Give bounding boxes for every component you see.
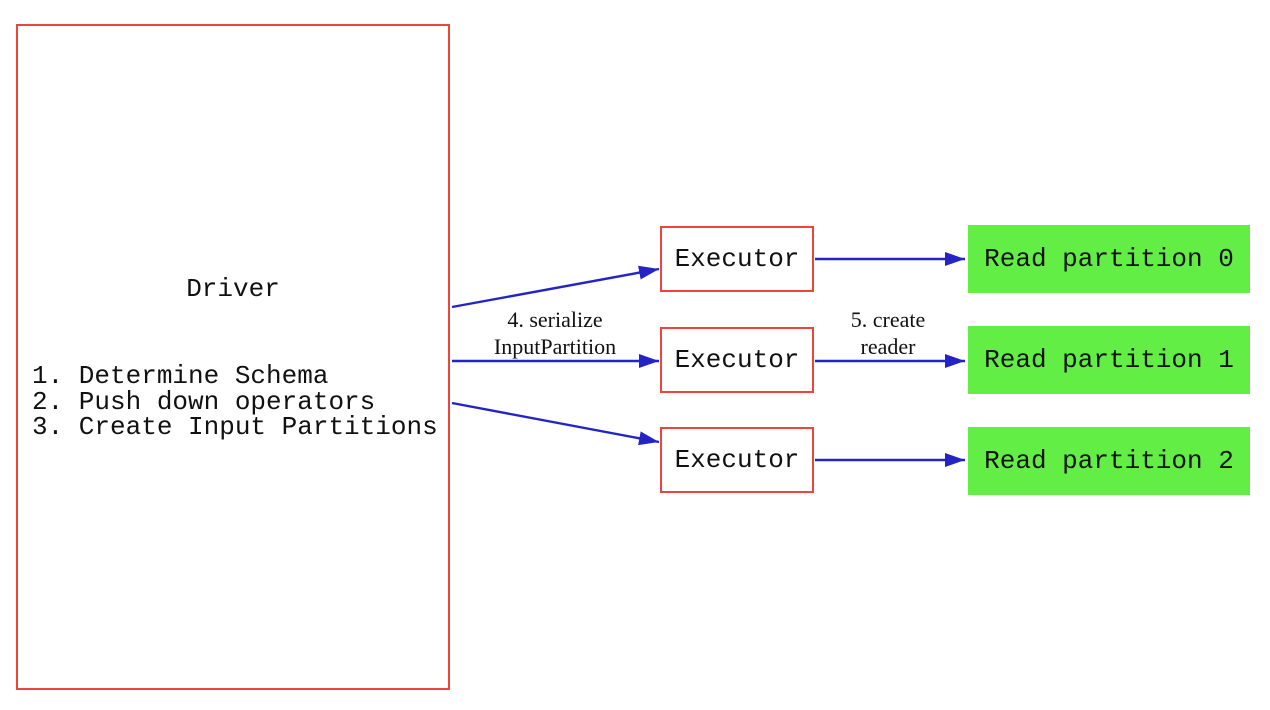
edge-label-serialize-line2: InputPartition — [493, 334, 617, 359]
edge-label-create-reader: 5. create reader — [813, 306, 963, 360]
executor-label-1: Executor — [674, 244, 800, 274]
executor-box-2: Executor — [660, 327, 814, 393]
read-partition-label-1: Read partition 1 — [984, 345, 1234, 375]
read-partition-label-2: Read partition 2 — [984, 446, 1234, 476]
edge-label-reader-line2: reader — [860, 334, 916, 359]
read-partition-box-0: Read partition 0 — [968, 225, 1250, 293]
edge-label-reader-line1: 5. create — [850, 307, 926, 332]
driver-step-1: 1. Determine Schema — [32, 361, 329, 391]
arrow-driver-to-executor-3 — [451, 401, 660, 446]
executor-label-2: Executor — [674, 345, 800, 375]
edge-label-serialize-inputpartition: 4. serialize InputPartition — [448, 306, 662, 360]
driver-box: Driver 1. Determine Schema 2. Push down … — [16, 24, 450, 690]
executor-label-3: Executor — [674, 445, 800, 475]
driver-title: Driver — [186, 274, 280, 304]
read-partition-box-2: Read partition 2 — [968, 427, 1250, 495]
driver-step-2: 2. Push down operators — [32, 386, 376, 417]
read-partition-box-1: Read partition 1 — [968, 326, 1250, 394]
executor-box-3: Executor — [660, 427, 814, 493]
arrow-driver-to-executor-1 — [451, 265, 660, 309]
driver-step-3: 3. Create Input Partitions — [32, 412, 438, 442]
driver-steps-list: 1. Determine Schema 2. Push down operato… — [32, 361, 438, 442]
read-partition-label-0: Read partition 0 — [984, 244, 1234, 274]
edge-label-serialize-line1: 4. serialize — [507, 307, 603, 332]
executor-box-1: Executor — [660, 226, 814, 292]
